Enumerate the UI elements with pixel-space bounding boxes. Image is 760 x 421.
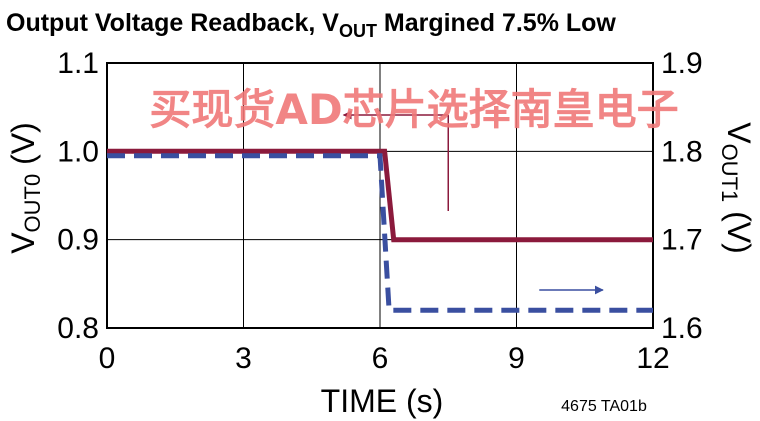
y-left-tick-label: 0.9 — [57, 224, 99, 257]
series-line-vout1 — [107, 153, 653, 313]
y-axis-label-right: VOUT1 (V) — [717, 122, 757, 254]
x-axis-label: TIME (s) — [321, 383, 444, 419]
y-left-tick-label: 1.1 — [57, 47, 99, 80]
y-left-main: V — [5, 232, 41, 254]
figure-id: 4675 TA01b — [561, 398, 647, 415]
x-tick-label: 6 — [372, 342, 389, 375]
y-right-sub: OUT1 — [717, 144, 742, 203]
chart-title-main: Output Voltage Readback, V — [6, 9, 339, 37]
y-left-sub: OUT0 — [20, 174, 45, 233]
y-right-unit: (V) — [721, 202, 757, 254]
y-axis-label-left: VOUT0 (V) — [5, 122, 45, 254]
tick-labels: 0 3 6 9 12 0.8 0.9 1.0 1.1 1.6 1.7 1.8 1.9 — [57, 47, 702, 375]
x-tick-label: 9 — [508, 342, 525, 375]
y-right-tick-label: 1.8 — [661, 135, 703, 168]
y-right-tick-label: 1.6 — [661, 312, 703, 345]
y-right-main: V — [721, 122, 757, 144]
y-left-unit: (V) — [5, 122, 41, 174]
series-line-vout0 — [107, 148, 653, 243]
series-layer — [107, 148, 653, 313]
y-right-tick-label: 1.9 — [661, 47, 703, 80]
x-tick-label: 12 — [636, 342, 669, 375]
watermark-text: 买现货AD芯片选择南皇电子 — [149, 85, 678, 134]
y-left-tick-label: 1.0 — [57, 135, 99, 168]
chart-title-tail: Margined 7.5% Low — [377, 9, 616, 37]
chart-title: Output Voltage Readback, VOUT Margined 7… — [6, 9, 616, 41]
annotations — [342, 110, 604, 295]
x-tick-label: 3 — [235, 342, 252, 375]
y-right-tick-label: 1.7 — [661, 224, 703, 257]
chart-title-sub: OUT — [339, 21, 377, 41]
x-tick-label: 0 — [99, 342, 116, 375]
y-left-tick-label: 0.8 — [57, 312, 99, 345]
